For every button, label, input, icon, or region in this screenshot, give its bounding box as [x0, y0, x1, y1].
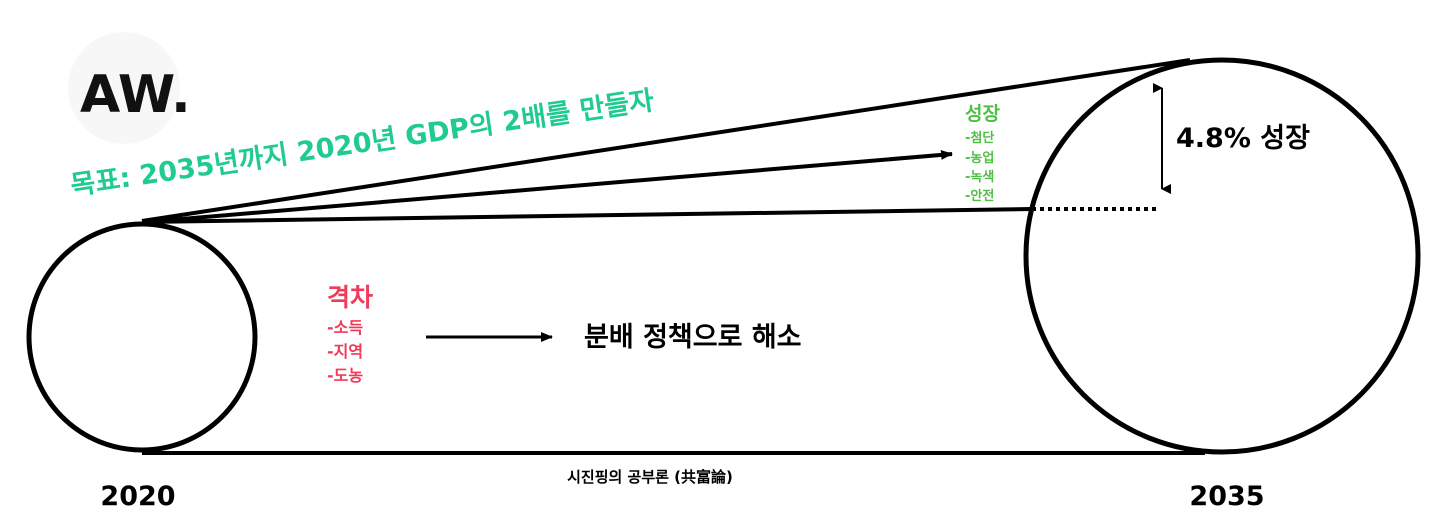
gap-title: 격차 — [327, 283, 373, 312]
growth-title: 성장 — [965, 103, 1000, 125]
resolution-text: 분배 정책으로 해소 — [584, 322, 802, 353]
growth-item: -녹색 — [965, 170, 994, 185]
middle-line — [141, 207, 1033, 224]
gap-item: -도농 — [327, 366, 363, 385]
growth-rate-text: 4.8% 성장 — [1176, 123, 1310, 154]
growth-item: -안전 — [965, 188, 994, 204]
logo-text: AW. — [80, 65, 191, 125]
gap-item: -소득 — [327, 318, 363, 337]
year-start-label: 2020 — [100, 481, 175, 512]
gap-group: 격차 -소득 -지역 -도농 — [327, 283, 373, 385]
logo-badge — [68, 32, 180, 144]
growth-item: -농업 — [965, 151, 994, 166]
growth-item: -첨단 — [965, 130, 994, 146]
year-end-label: 2035 — [1189, 481, 1264, 512]
logo: AW. — [68, 32, 191, 144]
top-tangent-line — [141, 58, 1191, 223]
gap-item: -지역 — [327, 342, 363, 361]
growth-group: 성장 -첨단 -농업 -녹색 -안전 — [965, 103, 1000, 204]
base-caption: 시진핑의 공부론 (共富論) — [567, 468, 733, 486]
circle-2020 — [26, 221, 258, 453]
growth-arrow — [145, 149, 953, 224]
circle-2035 — [1023, 57, 1421, 455]
